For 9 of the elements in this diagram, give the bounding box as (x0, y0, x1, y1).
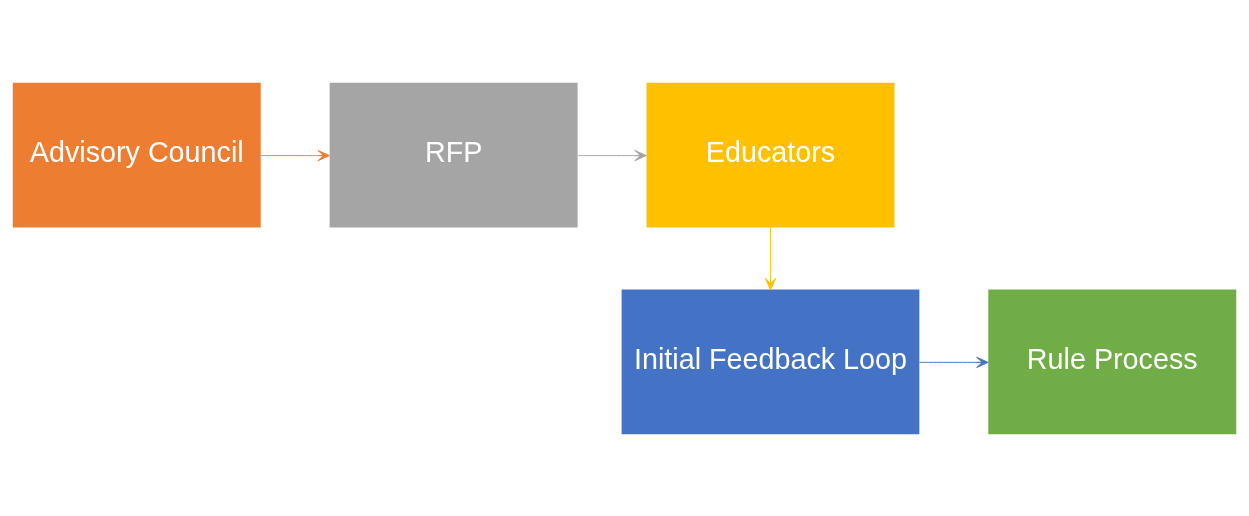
node-box: Advisory Council (12, 82, 261, 227)
arrow (764, 226, 777, 290)
arrow (918, 356, 989, 368)
arrow (260, 149, 330, 161)
node-box: Educators (646, 82, 895, 227)
node-box: Rule Process (988, 289, 1237, 434)
arrow (577, 149, 647, 161)
node-box: Initial Feedback Loop (621, 289, 920, 434)
node-box: RFP (329, 82, 578, 227)
